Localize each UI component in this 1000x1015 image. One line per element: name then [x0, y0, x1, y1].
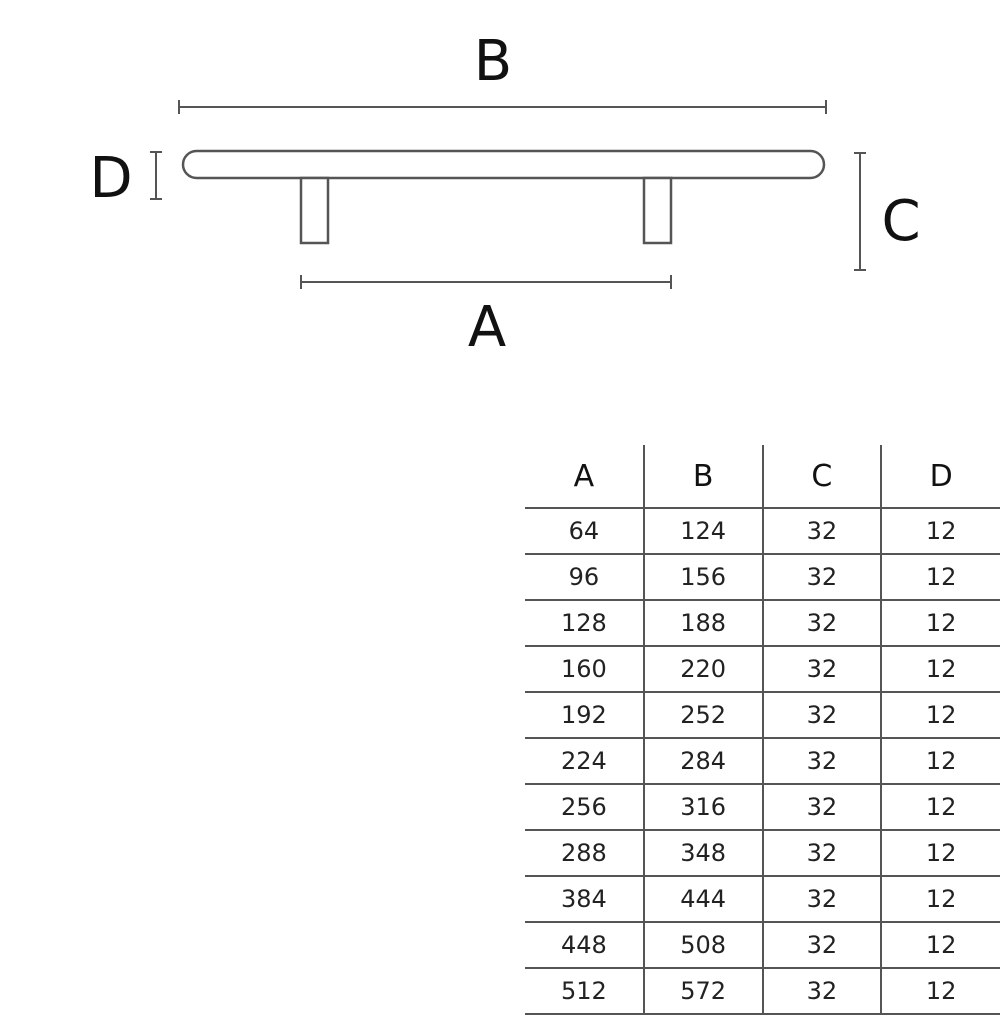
cell-a: 160	[525, 646, 644, 693]
cell-a: 96	[525, 554, 644, 601]
dim-line-a	[300, 275, 672, 289]
cell-c: 32	[761, 646, 882, 693]
cell-b: 284	[642, 738, 763, 785]
handle-bar	[181, 149, 826, 180]
cell-b: 188	[642, 600, 763, 647]
cell-c: 32	[761, 692, 882, 739]
cell-b: 252	[642, 692, 763, 739]
cell-c: 32	[761, 876, 882, 923]
header-a: A	[525, 445, 644, 509]
cell-a: 128	[525, 600, 644, 647]
header-d: D	[880, 445, 1000, 509]
cell-b: 444	[642, 876, 763, 923]
cell-c: 32	[761, 830, 882, 877]
cell-b: 316	[642, 784, 763, 831]
cell-d: 12	[880, 876, 1000, 923]
cell-d: 12	[880, 646, 1000, 693]
cell-d: 12	[880, 738, 1000, 785]
handle-leg-right	[642, 176, 673, 245]
dim-label-b: B	[474, 29, 512, 94]
dim-label-c: C	[881, 189, 920, 254]
dim-line-c	[854, 152, 866, 271]
cell-d: 12	[880, 830, 1000, 877]
cell-b: 508	[642, 922, 763, 969]
cell-d: 12	[880, 784, 1000, 831]
table-header-row: A B C D	[525, 445, 1000, 509]
cell-c: 32	[761, 738, 882, 785]
cell-c: 32	[761, 922, 882, 969]
cell-a: 224	[525, 738, 644, 785]
dim-label-a: A	[468, 295, 506, 360]
cell-b: 124	[642, 508, 763, 555]
cell-b: 348	[642, 830, 763, 877]
cell-d: 12	[880, 692, 1000, 739]
cell-a: 288	[525, 830, 644, 877]
header-b: B	[642, 445, 763, 509]
dim-label-d: D	[89, 146, 132, 211]
header-c: C	[761, 445, 882, 509]
cell-b: 220	[642, 646, 763, 693]
dim-line-d	[150, 151, 162, 200]
cell-b: 572	[642, 968, 763, 1015]
cell-c: 32	[761, 968, 882, 1015]
cell-a: 384	[525, 876, 644, 923]
cell-a: 256	[525, 784, 644, 831]
dim-line-b	[178, 100, 827, 114]
cell-b: 156	[642, 554, 763, 601]
handle-leg-left	[299, 176, 330, 245]
cell-d: 12	[880, 922, 1000, 969]
cell-a: 192	[525, 692, 644, 739]
cell-a: 512	[525, 968, 644, 1015]
cell-a: 448	[525, 922, 644, 969]
cell-c: 32	[761, 600, 882, 647]
cell-d: 12	[880, 968, 1000, 1015]
cell-c: 32	[761, 508, 882, 555]
cell-d: 12	[880, 600, 1000, 647]
handle-dimension-diagram: B D C A	[89, 29, 920, 360]
cell-a: 64	[525, 508, 644, 555]
cell-c: 32	[761, 784, 882, 831]
cell-c: 32	[761, 554, 882, 601]
cell-d: 12	[880, 508, 1000, 555]
cell-d: 12	[880, 554, 1000, 601]
